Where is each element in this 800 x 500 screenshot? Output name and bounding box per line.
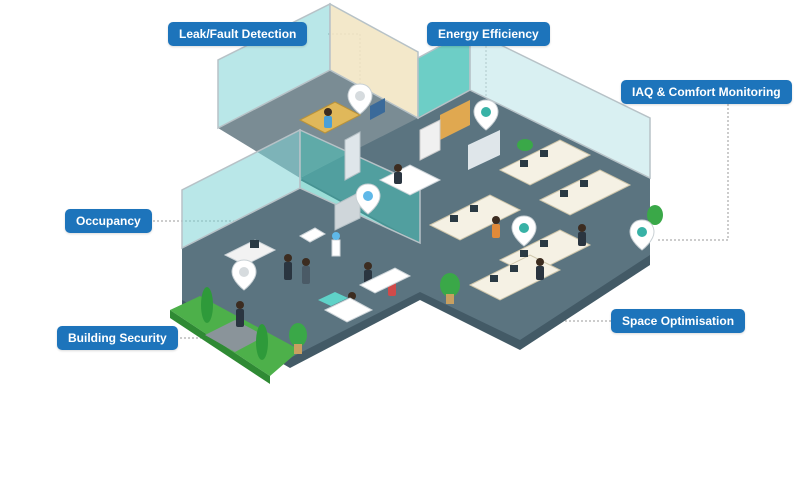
plant-icon <box>440 273 460 304</box>
computer-icon <box>580 180 588 187</box>
person-icon <box>324 108 332 128</box>
door <box>334 131 361 231</box>
person-icon <box>236 301 244 327</box>
upper-room-wall-back <box>329 2 419 120</box>
plant-icon <box>647 205 663 225</box>
computer-icon <box>520 160 528 167</box>
callout-iaq-comfort-monitoring: IAQ & Comfort Monitoring <box>621 80 792 104</box>
computer-icon <box>560 190 568 197</box>
right-wing-side-wall <box>469 28 651 180</box>
entrance-mat <box>205 320 265 352</box>
location-pin-icon <box>473 99 499 131</box>
computer-icon <box>510 265 518 272</box>
plant-icon <box>517 139 533 151</box>
callout-leak-fault-detection: Leak/Fault Detection <box>168 22 308 46</box>
coffee-table <box>318 292 348 306</box>
person-icon <box>578 224 586 246</box>
computer-icon <box>540 150 548 157</box>
person-icon <box>536 258 544 280</box>
location-pin-icon <box>355 183 381 215</box>
connector-iaq <box>656 104 729 241</box>
person-icon <box>302 258 310 284</box>
callout-occupancy: Occupancy <box>65 209 152 233</box>
computers <box>250 150 588 282</box>
plants <box>201 139 663 360</box>
computer-icon <box>450 215 458 222</box>
computer-icon <box>470 205 478 212</box>
wall-painting <box>370 98 385 120</box>
computer-icon <box>490 275 498 282</box>
person-icon <box>492 216 500 238</box>
location-pin-icon <box>231 259 257 291</box>
computer-icon <box>250 240 259 248</box>
location-pin-icon <box>511 215 537 247</box>
person-icon <box>394 164 402 184</box>
plant-icon <box>201 287 213 323</box>
callout-energy-efficiency: Energy Efficiency <box>427 22 550 46</box>
callout-building-security: Building Security <box>57 326 178 350</box>
plant-icon <box>289 323 307 354</box>
plant-icon <box>256 324 268 360</box>
computer-icon <box>540 240 548 247</box>
location-pin-icon <box>629 219 655 251</box>
location-pins <box>231 83 655 291</box>
location-pin-icon <box>347 83 373 115</box>
person-icon <box>284 254 292 280</box>
water-cooler-icon <box>331 232 341 257</box>
computer-icon <box>520 250 528 257</box>
cabinet-icon <box>419 100 500 170</box>
callout-space-optimisation: Space Optimisation <box>611 309 746 333</box>
sofa-icon <box>298 227 412 323</box>
